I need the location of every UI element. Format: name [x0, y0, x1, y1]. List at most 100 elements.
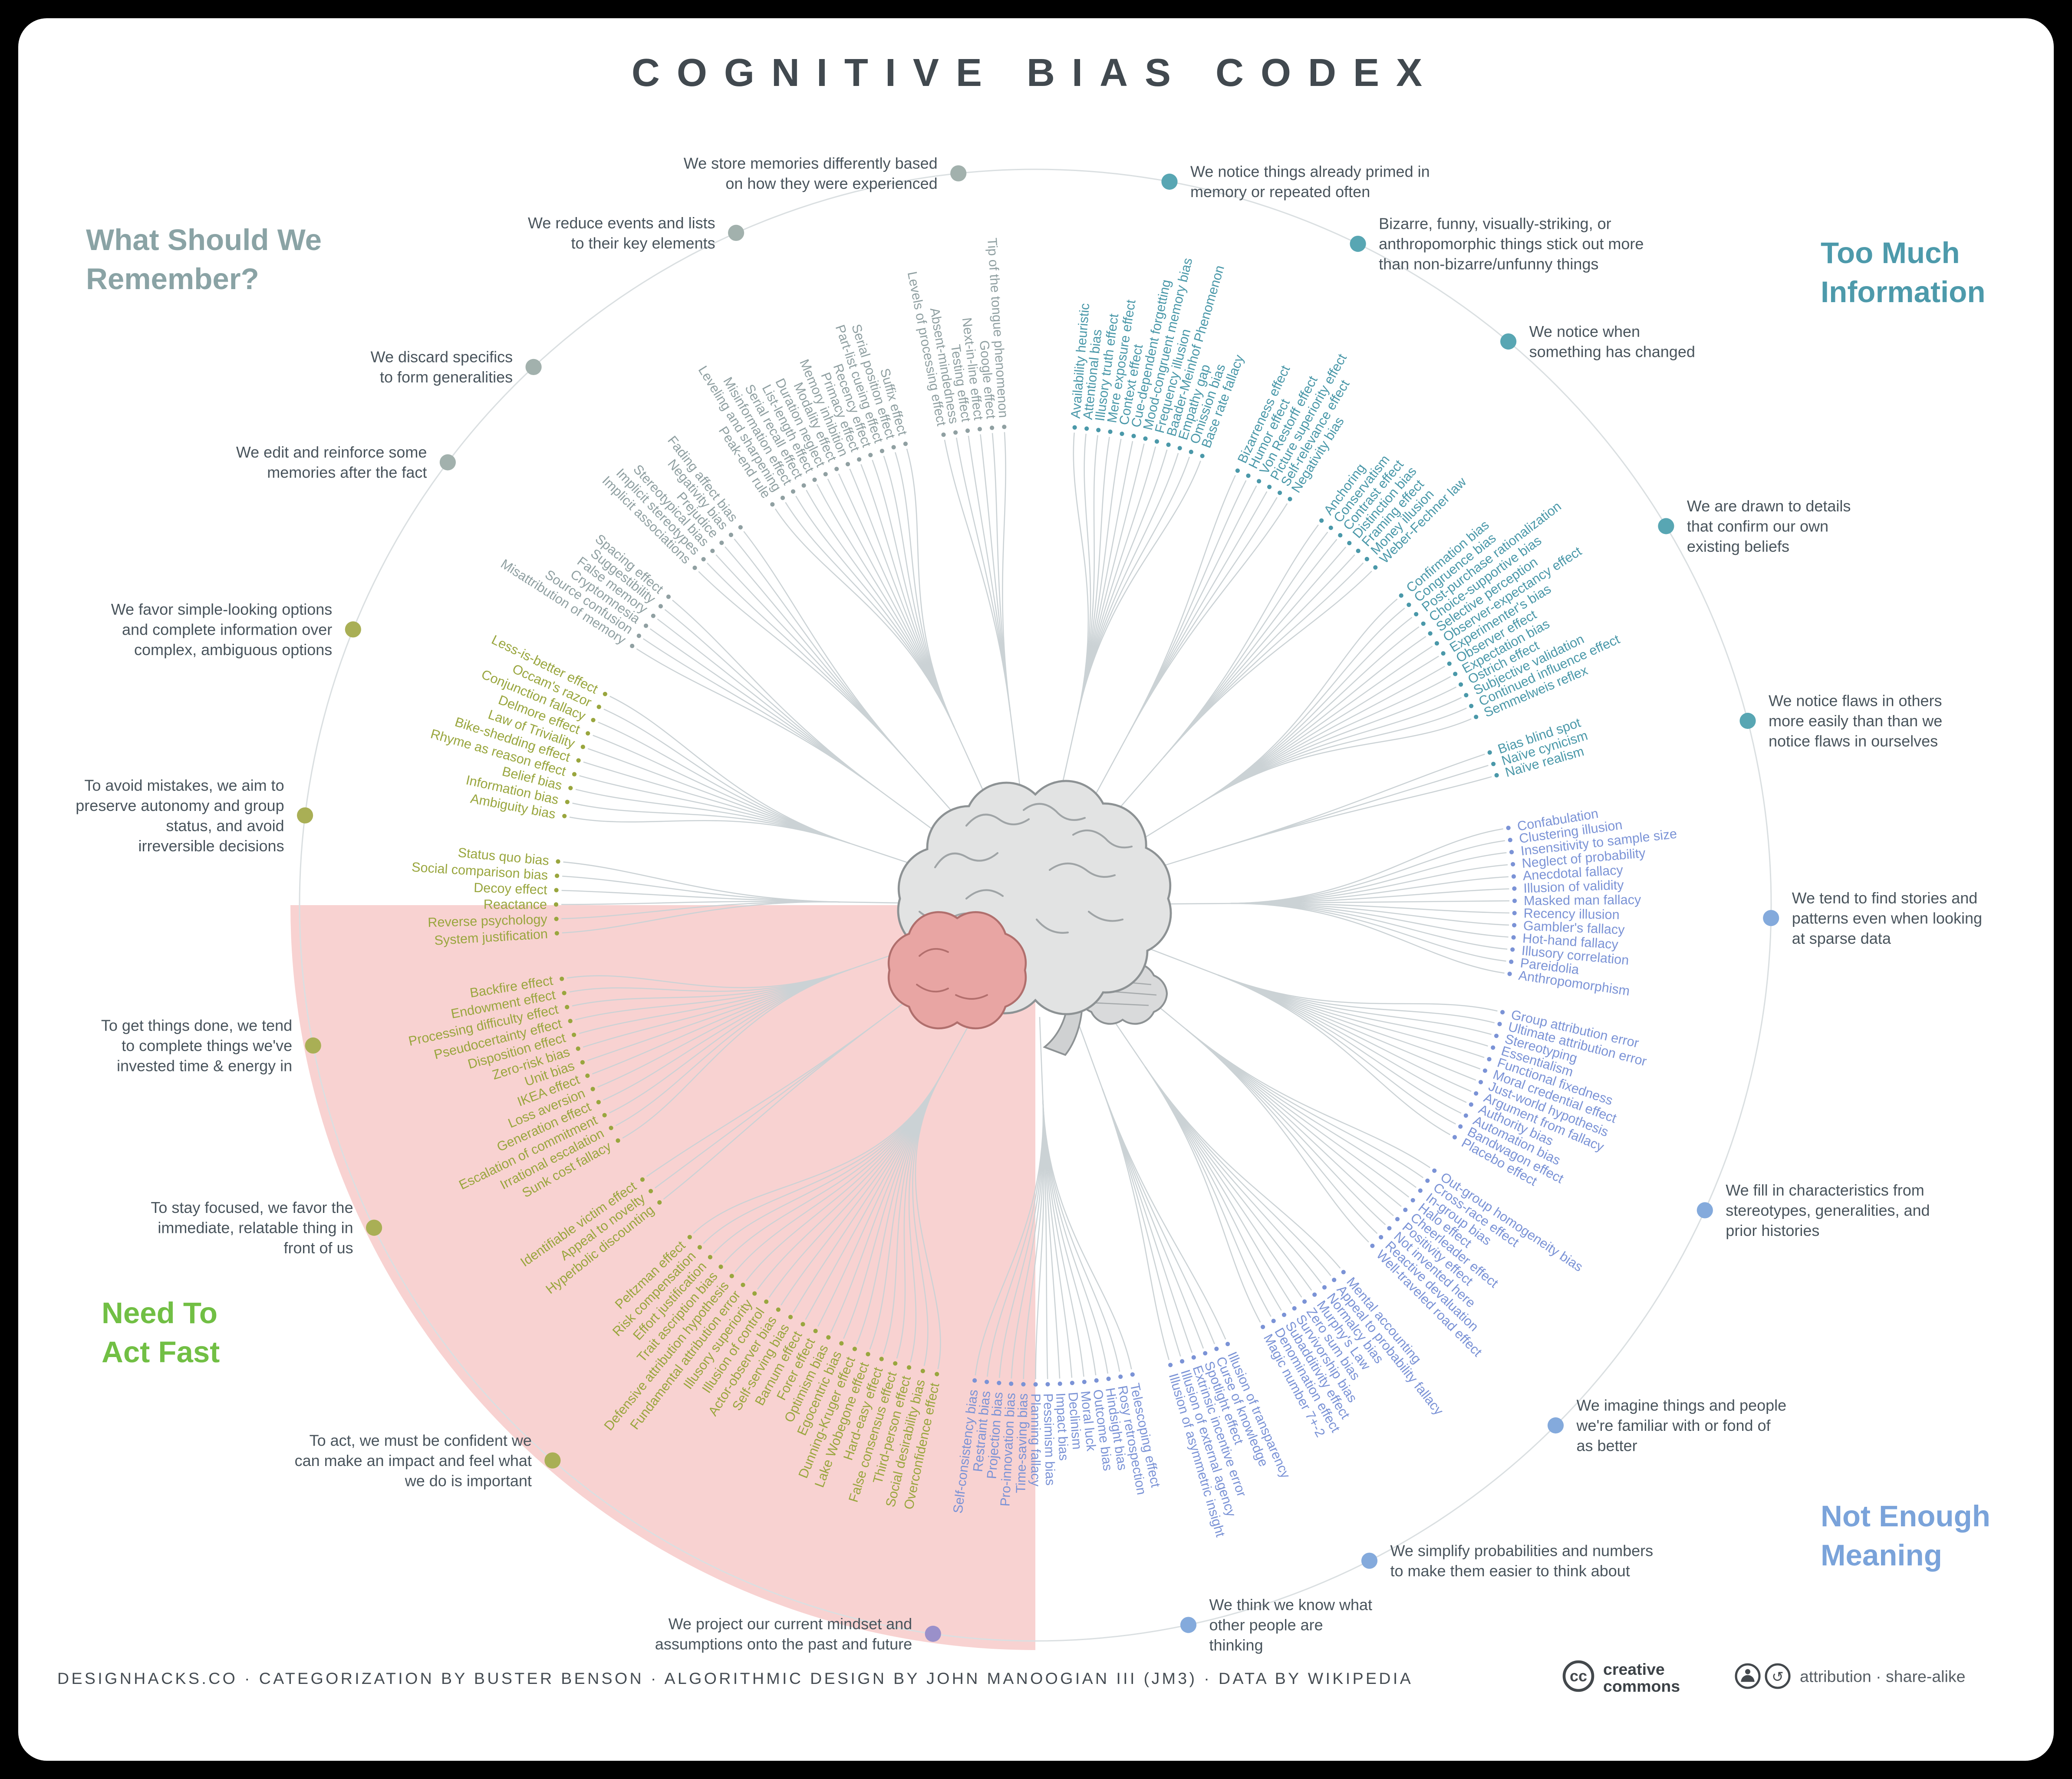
group-dot — [1696, 1202, 1713, 1219]
bias-label: Planning fallacy — [1028, 1394, 1043, 1487]
bias-dot — [1474, 715, 1479, 719]
branch-trunk — [1039, 1017, 1044, 1100]
bias-dot — [1432, 1168, 1437, 1173]
branch-curve — [603, 969, 851, 1101]
quadrant-title-need-to-act-fast: Need To Act Fast — [102, 1296, 226, 1369]
group-description-line: something has changed — [1529, 343, 1695, 360]
group-description-line: To get things done, we tend — [101, 1017, 292, 1034]
bias-dot — [1458, 1124, 1463, 1129]
branch-curve — [646, 1021, 879, 1177]
branch-curve — [579, 775, 850, 844]
bias-dot — [1094, 1378, 1099, 1383]
bias-dot — [845, 462, 850, 467]
group-description-line: We imagine things and people — [1577, 1397, 1787, 1414]
branch-curve — [896, 1075, 942, 1359]
group-dot — [544, 1452, 561, 1469]
bias-dot — [1082, 1380, 1087, 1384]
bias-dot — [1399, 593, 1403, 598]
branch-curve — [1186, 1029, 1369, 1243]
bias-dot — [780, 495, 785, 500]
branch-curve — [745, 1075, 942, 1281]
bias-label: Recency illusion — [1523, 906, 1619, 922]
group-description-line: To act, we must be confident we — [310, 1431, 532, 1449]
bias-dot — [636, 633, 641, 638]
branch-curve — [592, 969, 851, 1074]
branch-curve — [1077, 460, 1201, 715]
bias-dot — [1500, 1010, 1505, 1015]
branch-curve — [583, 761, 850, 844]
group-dot — [297, 807, 313, 824]
branch-curve — [593, 735, 850, 844]
group-dot — [728, 224, 744, 241]
bias-dot — [1328, 525, 1333, 530]
outer-ring — [299, 168, 1772, 1642]
branch-curve — [609, 695, 850, 844]
branch-curve — [1222, 776, 1492, 848]
branch-curve — [575, 789, 850, 844]
branch-curve — [1186, 1029, 1431, 1168]
bias-dot — [1463, 1113, 1468, 1118]
bias-dot — [1131, 434, 1136, 438]
bias-dot — [1191, 1355, 1196, 1360]
bias-dot — [643, 623, 649, 628]
bias-dot — [1166, 442, 1171, 447]
branch-curve — [561, 901, 840, 905]
branch-curve — [569, 969, 851, 993]
quadrant-title-line: Need To — [102, 1296, 217, 1330]
group-description-line: to complete things we've — [122, 1037, 292, 1054]
bias-dot — [1403, 1207, 1408, 1212]
bias-dot — [1267, 484, 1272, 489]
bias-dot — [1512, 899, 1517, 903]
group-description-line: To avoid mistakes, we aim to — [84, 776, 284, 794]
bias-dot — [728, 533, 733, 537]
bias-dot — [568, 786, 573, 791]
brain-gyri-line — [965, 889, 1004, 900]
group-description-line: thinking — [1209, 1636, 1263, 1654]
group-description-line: as better — [1577, 1437, 1637, 1455]
branch-curve — [563, 861, 840, 903]
bias-dot — [1469, 1102, 1473, 1107]
group-description-line: to make them easier to think about — [1390, 1562, 1630, 1580]
bias-dot — [1364, 557, 1369, 561]
bias-dot — [1319, 518, 1324, 523]
cerebellum-stripe — [1094, 1002, 1149, 1006]
group-dot — [1161, 173, 1178, 190]
group-description-line: that confirm our own — [1687, 517, 1828, 535]
group-description-line: memory or repeated often — [1190, 183, 1370, 201]
branch-curve — [1201, 718, 1472, 803]
bias-dot — [568, 1018, 573, 1024]
bias-dot — [1453, 672, 1458, 676]
bias-dot — [800, 1322, 805, 1327]
bias-dot — [891, 445, 896, 450]
bias-dot — [880, 448, 884, 453]
bias-dot — [1407, 603, 1411, 607]
bias-dot — [1214, 1347, 1219, 1351]
group-description-line: existing beliefs — [1687, 537, 1789, 555]
bias-dot — [1281, 1312, 1287, 1317]
group-description-line: To stay focused, we favor the — [151, 1199, 353, 1216]
bias-dot — [965, 428, 970, 433]
branch-curve — [615, 969, 851, 1127]
bias-dot — [764, 1299, 769, 1304]
bias-dot — [1506, 826, 1511, 830]
bias-dot — [1033, 1382, 1038, 1387]
group-description-line: We store memories differently based — [684, 155, 938, 172]
cc-logo-text: cc — [1570, 1667, 1587, 1685]
group-description-line: front of us — [284, 1239, 353, 1257]
branch-curve — [1144, 1066, 1322, 1284]
highlight-lobe-gyri-line — [955, 994, 988, 1000]
bias-dot — [1225, 1341, 1230, 1347]
branch-curve — [785, 502, 955, 728]
license-text: attribution · share-alike — [1800, 1667, 1965, 1686]
group-dot — [525, 359, 542, 375]
branch-curve — [575, 969, 851, 1021]
bias-dot — [590, 1087, 595, 1091]
bias-dot — [1387, 1226, 1392, 1231]
bias-dot — [692, 565, 697, 570]
bias-dot — [868, 453, 873, 458]
